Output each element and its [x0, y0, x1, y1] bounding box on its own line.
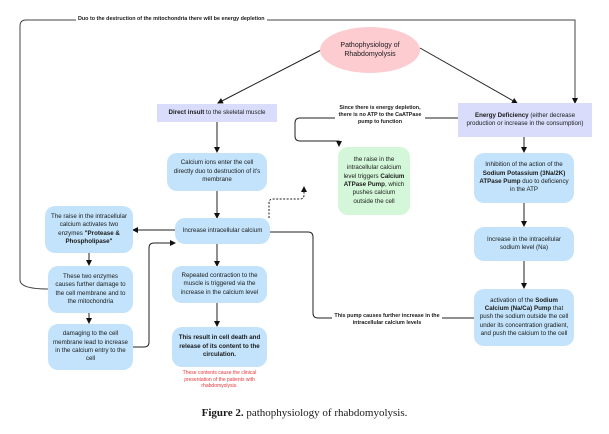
enzymes-pre: The raise in the intracellular calcium a…: [50, 212, 127, 237]
energy-deficiency-bold: Energy Deficiency: [474, 111, 529, 119]
membrane-to-increase-connector: [132, 240, 176, 348]
sodium-increase-box: Increase in the intracellular sodium lev…: [474, 227, 574, 261]
naca-pre: activation of the: [490, 296, 536, 304]
nak-pre: Inhibition of the action of the: [485, 161, 563, 169]
caption-rest: pathophysiology of rhabdomyolysis.: [243, 407, 408, 419]
title-line-2: Rhabdomyolysis: [344, 51, 396, 58]
catpase-bold: Calcium ATPase Pump: [343, 172, 405, 188]
catpase-box: the raise in the intracellular calcium l…: [338, 147, 410, 215]
enzyme-damage-box: These two enzymes causes further damage …: [48, 266, 133, 313]
energy-deficiency-box: Energy Deficiency (either decrease produ…: [458, 103, 592, 137]
calcium-enter-box: Calcium ions enter the cell directly duo…: [167, 153, 267, 191]
mitochondria-loop-connector: [19, 19, 578, 290]
increase-calcium-box: Increase intracellular calcium: [175, 218, 270, 244]
mitochondria-depletion-label: Duo to the destruction of the mitochondr…: [76, 16, 267, 24]
naca-bold: Sodium Calcium (Na/Ca) Pump: [484, 296, 558, 312]
nak-bold: Sodium Potassium (3Na/2K) ATPase Pump: [479, 169, 566, 185]
enzymes-bold: "Protease & Phospholipase": [65, 229, 120, 245]
pump-further-increase-label: This pump causes further increase in the…: [332, 313, 442, 328]
figure-caption: Figure 2. pathophysiology of rhabdomyoly…: [0, 407, 609, 419]
naca-post: that push the sodium outside the cell un…: [479, 304, 569, 338]
increase-to-catpase-dashed: [268, 186, 307, 218]
ellipse-to-direct-insult: [217, 47, 326, 104]
repeated-contraction-box: Repeated contraction to the muscle is tr…: [172, 266, 267, 303]
naca-to-increase-connector: [259, 229, 474, 319]
direct-insult-rest: to the skeletal muscle: [204, 108, 266, 116]
caption-bold: Figure 2.: [201, 407, 244, 419]
title-line-1: Pathophysiology of: [340, 41, 400, 49]
membrane-damage-box: damaging to the cell membrane lead to in…: [48, 324, 133, 370]
catpase-pre: the raise in the intracellular calcium l…: [343, 155, 402, 180]
energy-deficiency-rest: (either decrease production or increase …: [466, 111, 584, 127]
title-ellipse: Pathophysiology of Rhabdomyolysis: [320, 27, 420, 73]
clinical-note: These contents cause the clinical presen…: [182, 370, 257, 389]
atp-connector: [294, 117, 458, 147]
ellipse-to-energy-deficiency: [419, 47, 518, 104]
naca-pump-box: activation of the Sodium Calcium (Na/Ca)…: [474, 289, 574, 346]
direct-insult-bold: Direct insult: [168, 108, 205, 116]
enzymes-box: The raise in the intracellular calcium a…: [45, 206, 133, 253]
cell-death-box: This result in cell death and release of…: [172, 327, 267, 367]
catpase-post: , which pushes calcium outside the cell: [352, 181, 405, 205]
atp-depletion-label: Since there is energy depletion, there i…: [335, 105, 425, 127]
nak-post: duo to deficiency in the ATP: [509, 178, 569, 194]
direct-insult-box: Direct insult to the skeletal muscle: [157, 104, 277, 122]
nak-pump-box: Inhibition of the action of the Sodium P…: [474, 153, 574, 203]
